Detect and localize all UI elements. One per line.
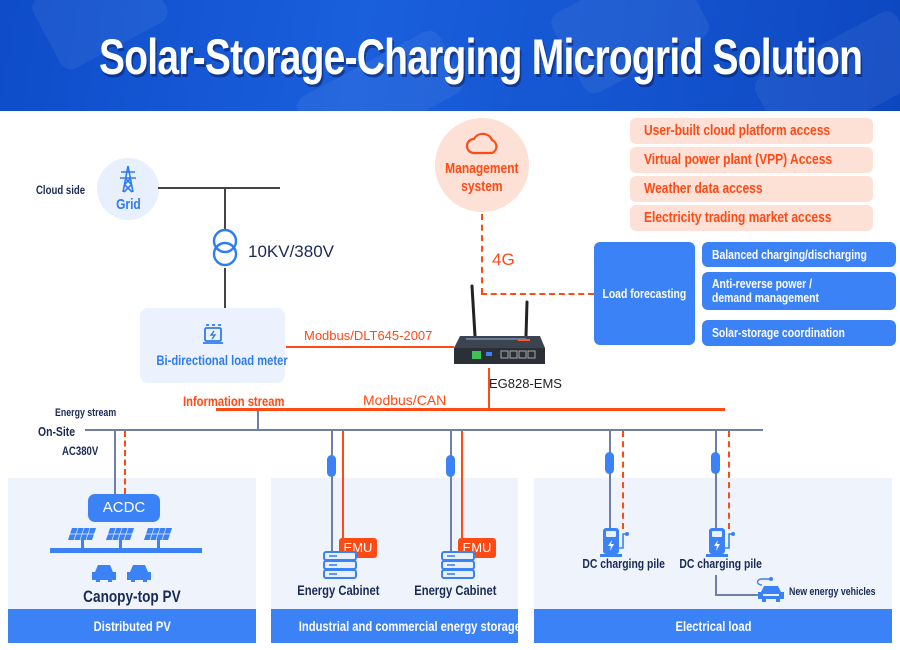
page-title: Solar-Storage-Charging Microgrid Solutio… <box>99 29 863 85</box>
information-bus <box>216 408 725 411</box>
4g-label: 4G <box>492 250 515 269</box>
new-energy-vehicles-label: New energy vehicles <box>789 586 876 598</box>
meter-gateway-link <box>286 346 454 348</box>
acdc-converter: ACDC <box>88 494 160 522</box>
load-info-line <box>622 431 624 529</box>
fuse-icon <box>446 455 455 477</box>
fuse-icon <box>711 452 720 474</box>
forecast-function-item: Anti-reverse power / demand management <box>702 272 896 310</box>
storage-feed-line <box>331 431 333 551</box>
gateway-device <box>454 284 545 364</box>
car-icon <box>92 565 151 582</box>
panel-energy-storage: Industrial and commercial energy storage <box>271 478 521 643</box>
energy-cabinet-icon <box>323 551 357 579</box>
grid-feed-line <box>224 187 226 229</box>
header-banner: Solar-Storage-Charging Microgrid Solutio… <box>0 0 900 111</box>
load-feed-line <box>609 431 611 529</box>
charging-pile-icon <box>600 528 629 557</box>
transformer-icon <box>212 228 238 267</box>
storage-feed-line <box>450 431 452 551</box>
fuse-icon <box>327 455 336 477</box>
energy-cabinet-icon <box>441 551 475 579</box>
charging-pile-label: DC charging pile <box>679 556 763 571</box>
grid-label: Grid <box>115 196 141 213</box>
cloud-icon <box>465 132 498 155</box>
transformer-label: 10KV/380V <box>248 242 335 261</box>
info-protocol-label: Modbus/CAN <box>363 392 447 408</box>
pv-info-line <box>124 431 126 494</box>
vehicle-link-horizontal <box>715 594 759 596</box>
forecast-function-item: Balanced charging/discharging <box>702 242 896 267</box>
transformer-meter-line <box>224 268 226 308</box>
storage-info-line <box>461 431 463 541</box>
load-feed-line <box>715 431 717 529</box>
vehicle-link-vertical <box>715 575 717 595</box>
load-forecasting-box: Load forecasting <box>594 242 695 345</box>
gateway-bus-link <box>488 368 490 409</box>
access-item: Virtual power plant (VPP) Access <box>630 147 873 173</box>
forecast-function-item: Solar-storage coordination <box>702 320 896 346</box>
load-meter-box <box>140 308 285 383</box>
load-meter-label: Bi-directional load meter <box>156 352 288 368</box>
charging-pile-icon <box>706 528 735 557</box>
voltage-label: AC380V <box>62 444 99 458</box>
energy-cabinet-label: Energy Cabinet <box>296 582 380 598</box>
access-item: Weather data access <box>630 176 873 202</box>
information-stream-label: Information stream <box>183 393 285 409</box>
panel-footer: Distributed PV <box>8 609 256 643</box>
panel-electrical-load: Electrical load <box>534 478 892 643</box>
4g-link-vertical <box>481 214 483 294</box>
meter-protocol-label: Modbus/DLT645-2007 <box>304 328 433 343</box>
info-energy-connector <box>257 411 259 429</box>
onsite-label: On-Site <box>38 424 75 439</box>
access-item: Electricity trading market access <box>630 205 873 231</box>
cloud-side-label: Cloud side <box>36 183 86 197</box>
energy-stream-label: Energy stream <box>55 407 117 419</box>
meter-icon <box>203 324 223 344</box>
grid-bus-line <box>158 187 280 189</box>
panel-footer: Electrical load <box>534 609 892 643</box>
panel-footer: Industrial and commercial energy storage <box>271 609 521 643</box>
charging-pile-label: DC charging pile <box>582 556 665 571</box>
pv-feed-line <box>114 431 116 494</box>
energy-bus <box>85 429 763 431</box>
energy-cabinet-label: Energy Cabinet <box>413 582 497 598</box>
canopy-pv-label: Canopy-top PV <box>83 587 181 606</box>
power-tower-icon <box>120 165 136 193</box>
4g-link-horizontal <box>481 293 594 295</box>
gateway-label: EG828-EMS <box>489 376 562 391</box>
storage-info-line <box>342 431 344 541</box>
access-item: User-built cloud platform access <box>630 118 873 144</box>
solar-panels-icon <box>50 527 202 582</box>
management-system-label: Management system <box>445 160 519 195</box>
ev-car-icon <box>756 577 784 602</box>
load-info-line <box>728 431 730 529</box>
fuse-icon <box>605 452 614 474</box>
